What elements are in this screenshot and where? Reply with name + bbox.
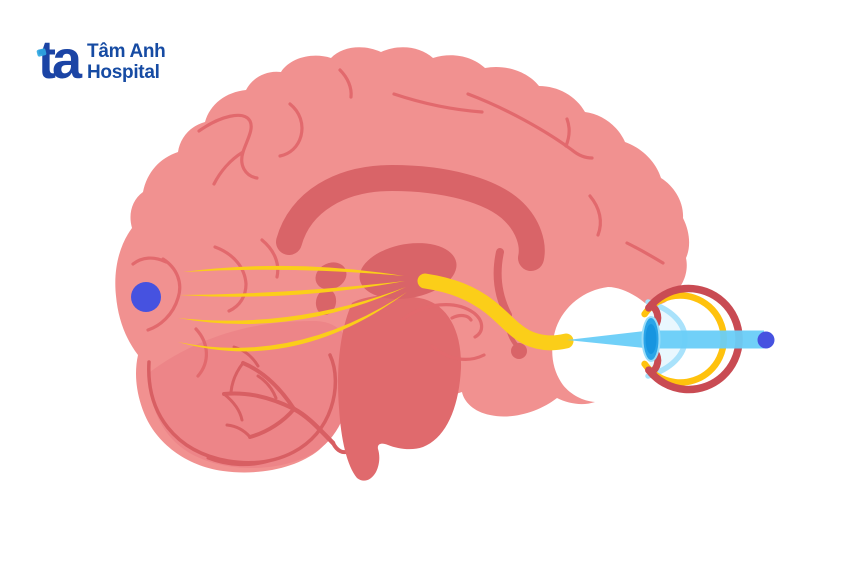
optic-nerve [417, 273, 574, 351]
object-dot [757, 331, 775, 349]
optic-radiation-fibers [178, 265, 407, 352]
logo-name: Tâm Anh [87, 41, 166, 62]
lens [641, 316, 661, 362]
fornix [493, 248, 512, 319]
cerebellum-lobe-line [206, 456, 274, 467]
logo-monogram-text: ta [38, 30, 82, 90]
brainstem [338, 295, 462, 481]
hospital-logo: ta Tâm Anh Hospital [36, 33, 166, 87]
arbor-vitae-tree [222, 345, 351, 455]
logo-monogram: ta [36, 33, 82, 87]
logo-subtitle: Hospital [87, 62, 160, 83]
logo-wordmark: Tâm Anh Hospital [87, 34, 166, 83]
mammillary-body [511, 343, 527, 359]
midbrain-blob [315, 289, 337, 315]
corpus-callosum [276, 164, 545, 271]
sulci-lines [131, 68, 665, 378]
light-beam [567, 330, 764, 349]
visual-cortex-dot [131, 282, 161, 312]
